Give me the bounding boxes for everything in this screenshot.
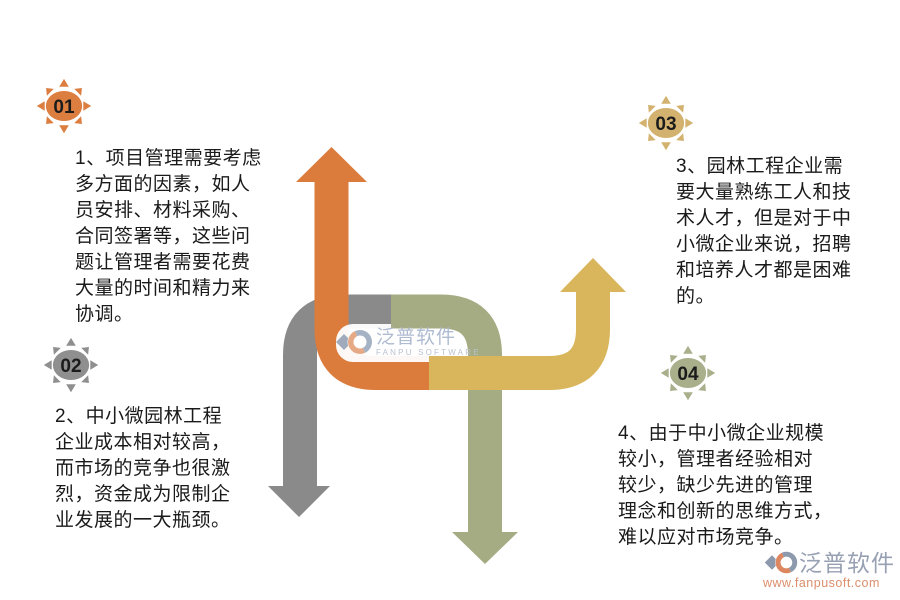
arrow-orange-up (296, 147, 429, 390)
logo-swirl-right (354, 330, 372, 353)
logo-diamond-icon (336, 334, 352, 350)
watermark-texts: 泛普软件 FANPU SOFTWARE (376, 326, 481, 357)
arrow-gold-shaft (429, 292, 610, 390)
badge-01-ellipse (45, 91, 83, 121)
fanpu-logo-icon (336, 329, 373, 355)
badge-04-number: 04 (677, 364, 699, 385)
footer-brand-name: 泛普软件 (799, 549, 895, 576)
badge-03-ellipse (647, 108, 685, 138)
arrow-olive-down (391, 294, 518, 564)
note-3-text: 3、园林工程企业需 要大量熟练工人和技 术人才，但是对于中 小微企业来说，招聘 … (676, 156, 852, 307)
badge-02-number: 02 (60, 356, 81, 377)
arrow-olive-shaft (391, 294, 502, 532)
watermark: 泛普软件 FANPU SOFTWARE (334, 322, 481, 362)
fanpu-logo-icon (764, 551, 798, 574)
badge-04-starburst-icon: 04 (660, 345, 716, 401)
logo-swirl-icon (775, 551, 798, 574)
logo-swirl-right (781, 551, 798, 573)
logo-swirl-icon (348, 330, 372, 354)
footer-logo-row: 泛普软件 (763, 549, 895, 576)
badge-03-starburst-icon: 03 (638, 95, 694, 151)
watermark-brand-en: FANPU SOFTWARE (376, 347, 481, 357)
logo-diamond-icon (764, 555, 780, 570)
footer-brand-url: www.fanpusoft.com (763, 576, 880, 590)
note-2-text: 2、中小微园林工程 企业成本相对较高， 而市场的竞争也很激 烈，资金成为限制企 … (55, 406, 231, 531)
badge-01-starburst-icon: 01 (36, 78, 92, 134)
arrow-olive-head-icon (452, 532, 518, 564)
arrow-orange-head-icon (296, 147, 367, 182)
badge-04-ellipse (669, 358, 707, 388)
note-1-text: 1、项目管理需要考虑 多方面的因素，如人 员安排、材料采购、 合同签署等，这些问… (75, 148, 262, 325)
arrow-gray-head-icon (268, 486, 330, 517)
note-4-text: 4、由于中小微企业规模 较小，管理者经验相对 较少，缺少先进的管理 理念和创新的… (618, 423, 833, 548)
footer-logo: 泛普软件 www.fanpusoft.com (763, 549, 895, 591)
arrow-gold-up (429, 258, 626, 390)
arrow-gold-head-icon (560, 258, 626, 292)
logo-swirl-left (775, 552, 791, 574)
arrow-orange-shaft (314, 182, 429, 390)
badge-02-starburst-icon: 02 (43, 337, 99, 393)
watermark-brand: 泛普软件 (376, 326, 457, 348)
badge-02-ellipse (52, 350, 90, 380)
logo-swirl-left (348, 331, 366, 354)
badge-01-number: 01 (53, 97, 75, 118)
badge-03-number: 03 (655, 114, 676, 135)
